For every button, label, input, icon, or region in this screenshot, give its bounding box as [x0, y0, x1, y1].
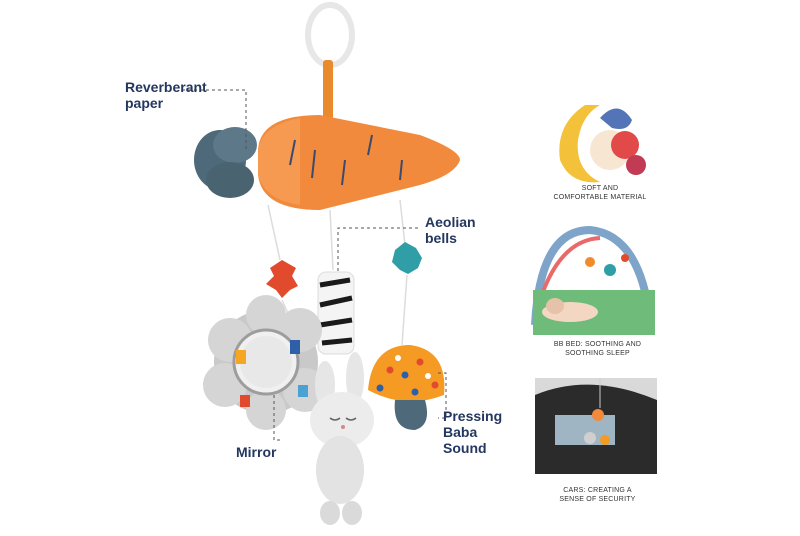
- bunny-toy: [310, 352, 374, 525]
- strings: [267, 199, 408, 346]
- hanging-loop: [305, 2, 355, 120]
- feature-caption-cars: CARS: CREATING A SENSE OF SECURITY: [535, 486, 660, 504]
- reverberant-label-line2: paper: [125, 95, 164, 111]
- mirror-label: Mirror: [236, 444, 277, 460]
- caption-line1: CARS: CREATING A: [563, 487, 632, 494]
- feature-car-image: [535, 378, 657, 474]
- feature-caption-material: SOFT AND COMFORTABLE MATERIAL: [540, 184, 660, 202]
- caption-line1: BB BED: SOOTHING AND: [553, 341, 642, 348]
- feature-caption-bed: BB BED: SOOTHING AND SOOTHING SLEEP: [535, 340, 660, 358]
- pressing-label-line3: Sound: [443, 440, 487, 456]
- reverberant-label-line1: Reverberant: [125, 79, 207, 95]
- pressing-label-line1: Pressing: [443, 408, 503, 424]
- feature-bed-image: [531, 225, 655, 335]
- caption-line1: SOFT AND: [581, 185, 619, 192]
- pressing-baba-sound-label: Pressing Baba Sound: [443, 408, 502, 456]
- caption-line2: COMFORTABLE MATERIAL: [553, 194, 647, 201]
- aeolian-label-line2: bells: [425, 230, 457, 246]
- callout-lines: [182, 89, 447, 441]
- aeolian-bells-label: Aeolian bells: [425, 214, 476, 246]
- red-leaf-toy: [266, 260, 298, 298]
- aeolian-label-line1: Aeolian: [425, 214, 476, 230]
- carrot-toy: [194, 115, 460, 210]
- zebra-bell-toy: [317, 271, 355, 355]
- mushroom-toy: [368, 345, 445, 430]
- caption-line2: SENSE OF SECURITY: [559, 496, 636, 503]
- feature-moon-image: [559, 105, 646, 183]
- mirror-flower-toy: [203, 295, 327, 430]
- reverberant-paper-label: Reverberant paper: [125, 79, 207, 111]
- teal-leaf-toy: [392, 242, 422, 274]
- caption-line2: SOOTHING SLEEP: [565, 350, 630, 357]
- pressing-label-line2: Baba: [443, 424, 478, 440]
